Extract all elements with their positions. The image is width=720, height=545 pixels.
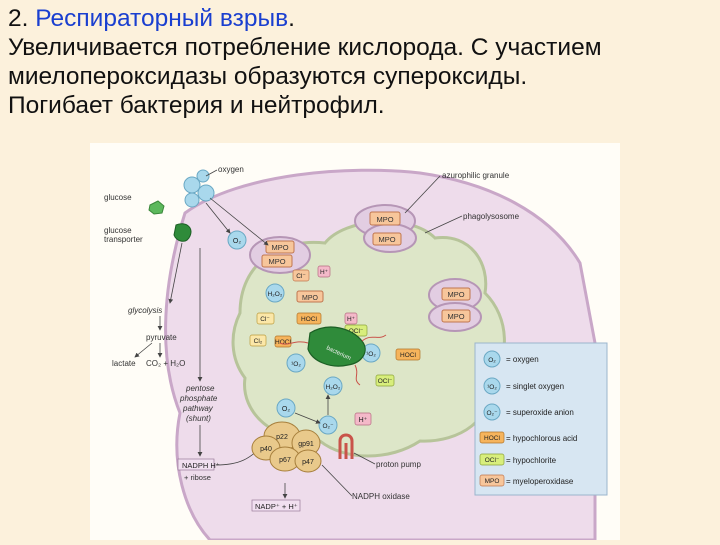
p47-label: p47 [302, 459, 314, 466]
label-glucose-transporter-2: transporter [104, 235, 143, 244]
p22-label: p22 [276, 434, 288, 441]
mpo-label: MPO [447, 312, 464, 321]
o2-minus-label: O₂⁻ [322, 423, 334, 430]
proton-pump-icon [338, 433, 354, 459]
heading-number: 2. [8, 5, 36, 32]
o2-membrane [227, 230, 247, 250]
o2-lower [276, 398, 296, 418]
singlet-o2-left [286, 353, 306, 373]
mpo-label: MPO [271, 243, 288, 252]
h2o2-label: H₂O₂ [326, 384, 341, 391]
nadph-oxidase-complex: p22 gp91 p40 p67 p47 [251, 421, 322, 473]
h2o2-lower [323, 376, 343, 396]
oxygen-molecules [183, 169, 215, 208]
label-pentose-2: phosphate [179, 394, 218, 403]
legend-text-superoxide: = superoxide anion [506, 408, 574, 417]
h-plus-label: H⁺ [347, 316, 356, 323]
legend-symbol-o2: O₂ [488, 357, 496, 364]
label-ribose: + ribose [184, 473, 211, 482]
label-glucose: glucose [104, 193, 132, 202]
cl2-label: Cl₂ [254, 338, 263, 345]
label-pentose-4: (shunt) [186, 414, 211, 423]
h-plus-label: H⁺ [359, 417, 368, 424]
label-proton-pump: proton pump [376, 460, 421, 469]
legend-symbol-superoxide: O₂⁻ [486, 410, 498, 417]
heading-period: . [288, 5, 295, 32]
mpo-label: MPO [376, 215, 393, 224]
slide-heading: 2. Респираторный взрыв. Увеличивается по… [8, 4, 712, 120]
legend-text-myeloperoxidase: = myeloperoxidase [506, 477, 574, 486]
label-co2-h2o: CO₂ + H₂O [146, 359, 185, 368]
heading-line-2: Увеличивается потребление кислорода. С у… [8, 34, 602, 61]
ocl-minus-label: OCl⁻ [378, 378, 393, 385]
legend-text-singlet-oxygen: = singlet oxygen [506, 382, 564, 391]
label-phagolysosome: phagolysosome [463, 212, 520, 221]
hocl-label: HOCl [301, 316, 317, 323]
h2o2-upper [265, 283, 285, 303]
label-glycolysis: glycolysis [128, 306, 162, 315]
mpo-label: MPO [268, 257, 285, 266]
legend-symbol-singlet-o2: ¹O₂ [487, 384, 497, 391]
mpo-boxes: MPO MPO MPO MPO MPO MPO MPO [261, 211, 471, 323]
legend: O₂ = oxygen ¹O₂ = singlet oxygen O₂⁻ = s… [474, 342, 608, 496]
heading-link-respiratory-burst[interactable]: Респираторный взрыв [35, 5, 289, 32]
label-nadph-h: NADPH H⁺ [182, 461, 220, 470]
heading-line-3: миелопероксидазы образуются супероксиды. [8, 63, 528, 90]
legend-symbol-hocl: HOCl [484, 435, 500, 442]
neutrophil-figure: MPO MPO MPO MPO MPO MPO MPO oxygen gluco… [90, 143, 620, 542]
label-nadph-oxidase: NADPH oxidase [352, 492, 410, 501]
singlet-o2-label: ¹O₂ [366, 351, 376, 358]
p67-label: p67 [279, 457, 291, 464]
h-plus-label: H⁺ [320, 269, 329, 276]
ocl-minus-label: OCl⁻ [349, 328, 364, 335]
h2o2-label: H₂O₂ [268, 291, 283, 298]
neutrophil-diagram: MPO MPO MPO MPO MPO MPO MPO oxygen gluco… [104, 165, 608, 542]
label-glucose-transporter-1: glucose [104, 226, 132, 235]
heading-line-1: 2. Респираторный взрыв. [8, 4, 712, 33]
legend-text-hypochlorite: = hypochlorite [506, 456, 557, 465]
glucose-transporter-icon [173, 223, 192, 242]
label-azurophilic-granule: azurophilic granule [442, 171, 510, 180]
o2-minus-lower [318, 415, 338, 435]
glucose-icon [148, 200, 165, 215]
label-pentose-3: pathway [182, 404, 214, 413]
legend-text-oxygen: = oxygen [506, 355, 539, 364]
label-oxygen: oxygen [218, 165, 244, 174]
bacterium-flagella [279, 334, 387, 386]
o2-label: O₂ [233, 238, 241, 245]
bacterium [307, 326, 366, 367]
hocl-small-label: HOCl [275, 339, 291, 346]
mpo-label: MPO [447, 290, 464, 299]
legend-symbol-ocl: OCl⁻ [485, 457, 500, 464]
label-lactate: lactate [112, 359, 136, 368]
hocl-label: HOCl [400, 352, 416, 359]
mpo-label: MPO [378, 235, 395, 244]
mpo-label: MPO [302, 295, 319, 302]
heading-line-4: Погибает бактерия и нейтрофил. [8, 92, 385, 119]
cl-minus-label: Cl⁻ [260, 316, 270, 323]
label-pentose-1: pentose [185, 384, 215, 393]
o2-label: O₂ [282, 406, 290, 413]
legend-text-hypochlorous: = hypochlorous acid [506, 434, 577, 443]
gp91-label: gp91 [298, 441, 314, 448]
singlet-o2-label: ¹O₂ [291, 361, 301, 368]
legend-symbol-mpo: MPO [485, 478, 500, 485]
label-pyruvate: pyruvate [146, 333, 177, 342]
cl-minus-label: Cl⁻ [296, 273, 306, 280]
p40-label: p40 [260, 446, 272, 453]
label-nadp-h: NADP⁺ + H⁺ [255, 502, 298, 511]
